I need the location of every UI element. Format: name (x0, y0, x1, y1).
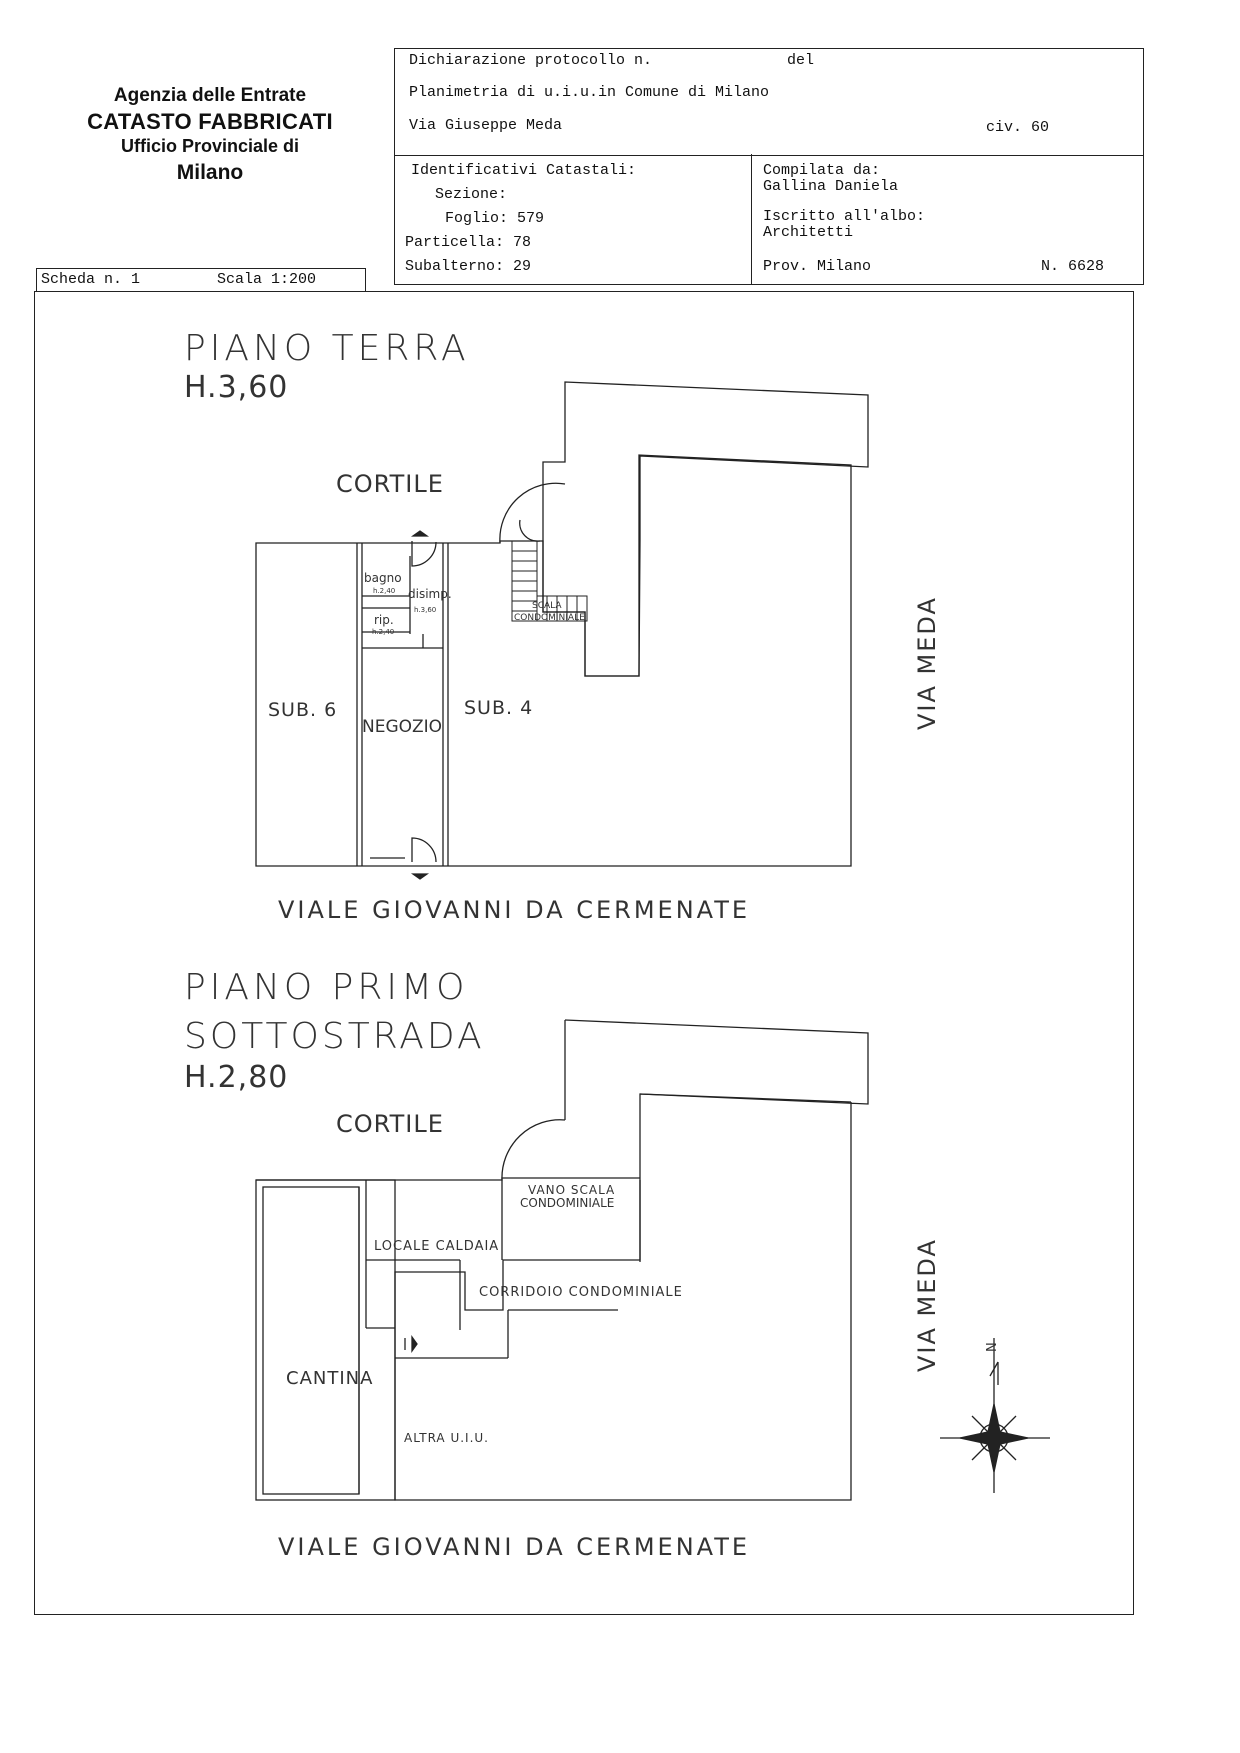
civic-number: civ. 60 (986, 119, 1050, 136)
gf-scala-1: SCALA (532, 601, 562, 611)
bs-courtyard: CORTILE (336, 1110, 444, 1138)
gf-sub6: SUB. 6 (268, 699, 337, 721)
gf-sub4: SUB. 4 (464, 697, 533, 719)
drawing-frame (34, 291, 1134, 1615)
foglio-field: Foglio: 579 (445, 210, 545, 227)
sezione-field: Sezione: (435, 186, 508, 203)
agency-office: Ufficio Provinciale di (120, 136, 300, 157)
identifiers-title: Identificativi Catastali: (411, 162, 637, 179)
header-identifiers-box: Identificativi Catastali: Sezione: Fogli… (394, 154, 1144, 285)
gf-street-bottom: VIALE GIOVANNI DA CERMENATE (278, 896, 750, 924)
gf-courtyard: CORTILE (336, 470, 444, 498)
gf-bagno: bagno (364, 571, 402, 585)
bs-height: H.2,80 (184, 1060, 288, 1095)
gf-bagno-h: h.2,40 (373, 587, 395, 595)
compass-rose (940, 1338, 1050, 1493)
bs-arrow (411, 1334, 418, 1354)
bs-vano-2: CONDOMINIALE (520, 1196, 614, 1210)
agency-block: Agenzia delle Entrate CATASTO FABBRICATI… (60, 84, 360, 186)
agency-name: Agenzia delle Entrate (113, 85, 307, 106)
gf-entry-arrow-bottom (410, 873, 430, 880)
gf-door-bottom (411, 837, 437, 863)
planimetry-text: Planimetria di u.i.u.in Comune di Milano (409, 84, 770, 101)
gf-disimp: disimp. (408, 587, 452, 601)
bs-building-outline (394, 1019, 869, 1501)
agency-dept: CATASTO FABBRICATI (87, 108, 333, 134)
bs-corridoio: CORRIDOIO CONDOMINIALE (479, 1285, 683, 1300)
gf-height: H.3,60 (184, 370, 288, 405)
gf-disimp-h: h.3,60 (414, 606, 436, 614)
compiled-label: Compilata da: (763, 162, 881, 179)
bs-altra: ALTRA U.I.U. (404, 1431, 489, 1445)
bs-title-1: PIANO PRIMO (184, 967, 468, 1008)
gf-negozio: NEGOZIO (362, 717, 442, 737)
gf-scala-2: CONDOMINIALE (514, 613, 585, 623)
bs-title-2: SOTTOSTRADA (184, 1016, 485, 1057)
gf-street-side: VIA MEDA (913, 596, 941, 730)
gf-door-top (411, 541, 437, 567)
gf-entry-arrow-top (410, 530, 430, 537)
bs-stair-arc (501, 1119, 566, 1181)
scheda-scale: Scala 1:200 (217, 271, 317, 288)
scheda-number: Scheda n. 1 (41, 271, 141, 288)
albo-label: Iscritto all'albo: (763, 208, 926, 225)
header-declaration-box: Dichiarazione protocollo n. del Planimet… (394, 48, 1144, 156)
del-label: del (787, 52, 815, 69)
agency-city: Milano (176, 160, 244, 184)
bs-vano-1: VANO SCALA (528, 1183, 615, 1197)
particella-field: Particella: 78 (405, 234, 532, 251)
bs-cantina: CANTINA (286, 1368, 373, 1389)
gf-stair-arc (499, 482, 566, 544)
gf-title: PIANO TERRA (184, 328, 470, 369)
street-address: Via Giuseppe Meda (409, 117, 563, 134)
declaration-label: Dichiarazione protocollo n. (409, 52, 653, 69)
compiled-name: Gallina Daniela (763, 178, 899, 195)
subalterno-field: Subalterno: 29 (405, 258, 532, 275)
gf-main-block (255, 454, 852, 867)
ground-floor-plan (255, 381, 869, 867)
header-divider (751, 154, 752, 284)
gf-stairs (511, 540, 588, 622)
bs-street-side: VIA MEDA (913, 1238, 941, 1372)
basement-plan (255, 1019, 869, 1501)
province: Prov. Milano (763, 258, 872, 275)
gf-building-outline (542, 381, 869, 677)
albo-value: Architetti (763, 224, 854, 241)
gf-rip-h: h.2,40 (372, 628, 394, 636)
bs-street-bottom: VIALE GIOVANNI DA CERMENATE (278, 1533, 750, 1561)
gf-rip: rip. (374, 613, 394, 627)
bs-caldaia: LOCALE CALDAIA (374, 1239, 499, 1254)
compass-north: N (985, 1342, 1000, 1352)
registration-number: N. 6628 (1041, 258, 1105, 275)
